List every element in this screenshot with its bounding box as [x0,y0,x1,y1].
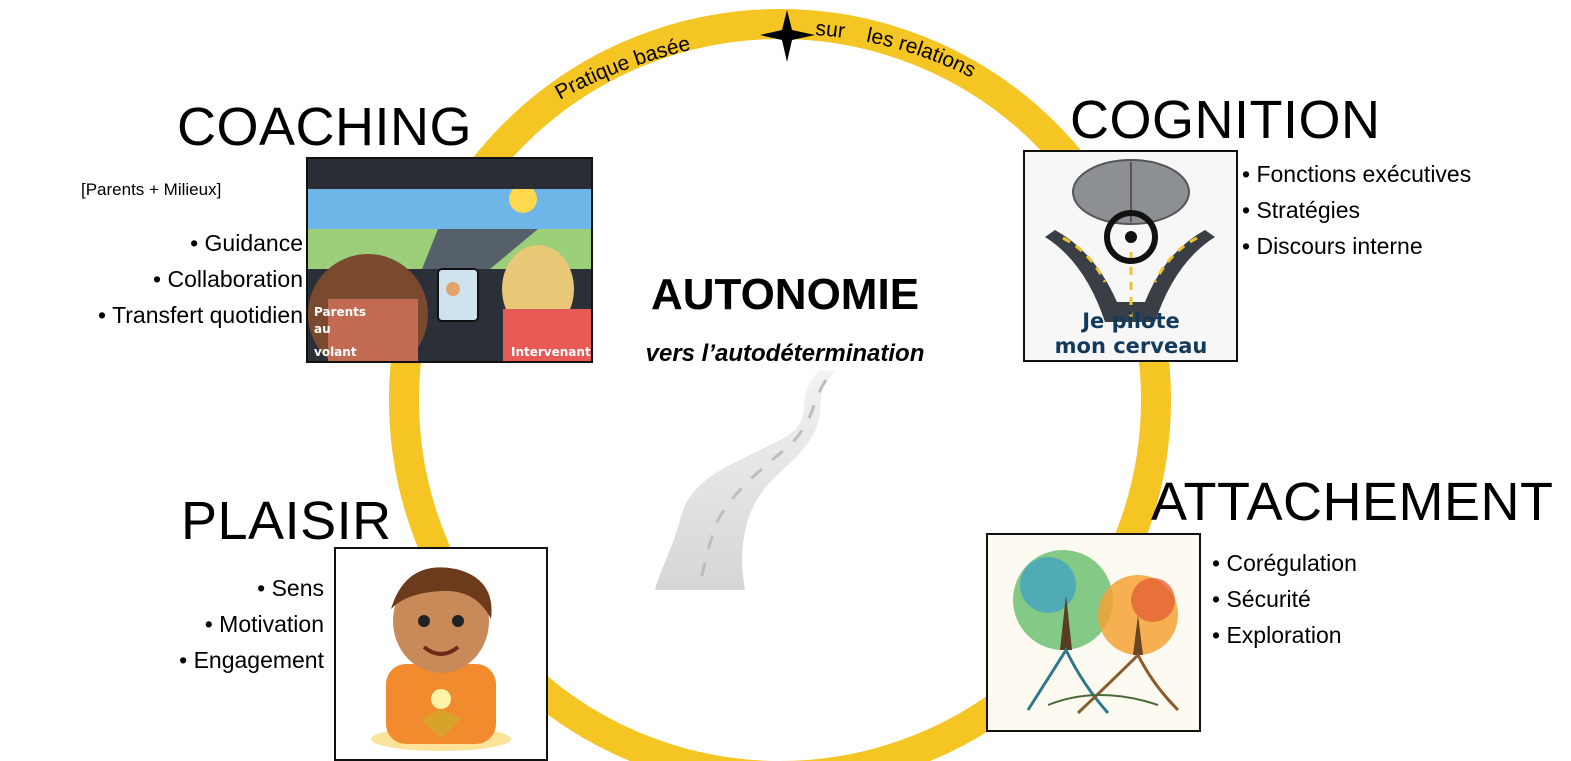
attachement-item: Exploration [1212,617,1357,653]
cognition-item: Fonctions exécutives [1242,156,1471,192]
center-subtitle: vers l’autodétermination [645,340,925,367]
four-point-star-icon [760,10,815,62]
attachement-item: Corégulation [1212,545,1356,581]
cognition-image: Je pilote mon cerveau [1023,150,1238,362]
cognition-title: COGNITION [1070,90,1381,150]
coaching-item: Guidance [98,225,303,261]
cognition-image-line1: Je pilote [1080,309,1180,333]
coaching-image: Parents au volant Intervenant [306,157,593,363]
attachement-list: Corégulation Sécurité Exploration [1212,545,1357,653]
coaching-title: COACHING [177,97,473,157]
cognition-item: Stratégies [1242,192,1471,228]
plaisir-item: Engagement [179,642,324,678]
plaisir-item: Motivation [179,606,324,642]
coaching-image-label-2: au [314,322,331,336]
cognition-list: Fonctions exécutives Stratégies Discours… [1242,156,1471,264]
coaching-image-label-1: Parents [314,305,366,319]
relations-ring [389,9,1171,761]
attachement-item: Sécurité [1212,581,1357,617]
coaching-list: Guidance Collaboration Transfert quotidi… [98,225,303,333]
plaisir-item: Sens [179,570,324,606]
attachement-title: ATTACHEMENT [1151,472,1554,532]
attachement-image [986,533,1201,732]
cognition-item: Discours interne [1242,228,1471,264]
coaching-tag: [Parents + Milieux] [81,180,222,199]
coaching-image-label-3: volant [314,345,357,359]
coaching-item: Transfert quotidien [98,297,303,333]
center-title: AUTONOMIE [650,270,920,319]
cognition-image-line2: mon cerveau [1055,334,1208,358]
coaching-item: Collaboration [98,261,303,297]
winding-road-icon [655,370,835,590]
plaisir-image [334,547,548,761]
plaisir-title: PLAISIR [181,491,392,551]
coaching-image-label-4: Intervenant [511,345,591,359]
plaisir-list: Sens Motivation Engagement [179,570,324,678]
